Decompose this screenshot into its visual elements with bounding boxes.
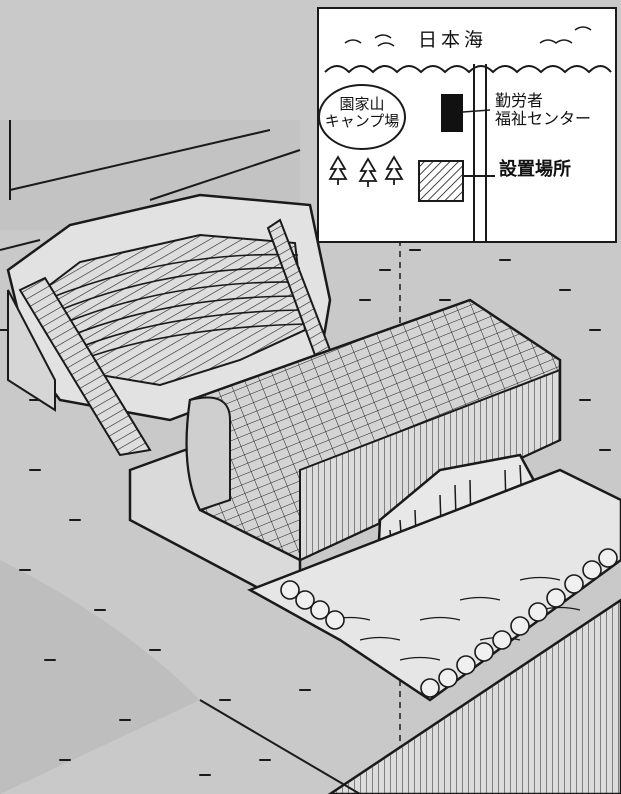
inset-map <box>317 7 617 243</box>
ground-texture <box>19 249 611 776</box>
sea-label: 日本海 <box>418 29 488 51</box>
tree-icons <box>328 155 404 187</box>
site-label: 設置場所 <box>499 159 571 180</box>
grid-structure <box>185 298 562 562</box>
shrub-border <box>280 548 618 698</box>
coastline <box>324 65 612 74</box>
pond-area <box>247 468 621 702</box>
welfare-center-label: 勤労者 福祉センター <box>495 91 592 129</box>
foreground-road <box>327 598 621 794</box>
site-marker <box>418 160 464 202</box>
campground-oval <box>318 84 406 150</box>
welfare-center-label-line1: 勤労者 <box>495 91 544 110</box>
campground-label-line1: 園家山 <box>339 95 385 113</box>
stepped-amphitheater <box>6 193 332 457</box>
campground-label-line2: キャンプ場 <box>324 112 400 131</box>
welfare-center-block <box>441 94 463 132</box>
campground-label: 園家山 キャンプ場 <box>322 95 402 131</box>
welfare-center-label-line2: 福祉センター <box>495 109 592 129</box>
